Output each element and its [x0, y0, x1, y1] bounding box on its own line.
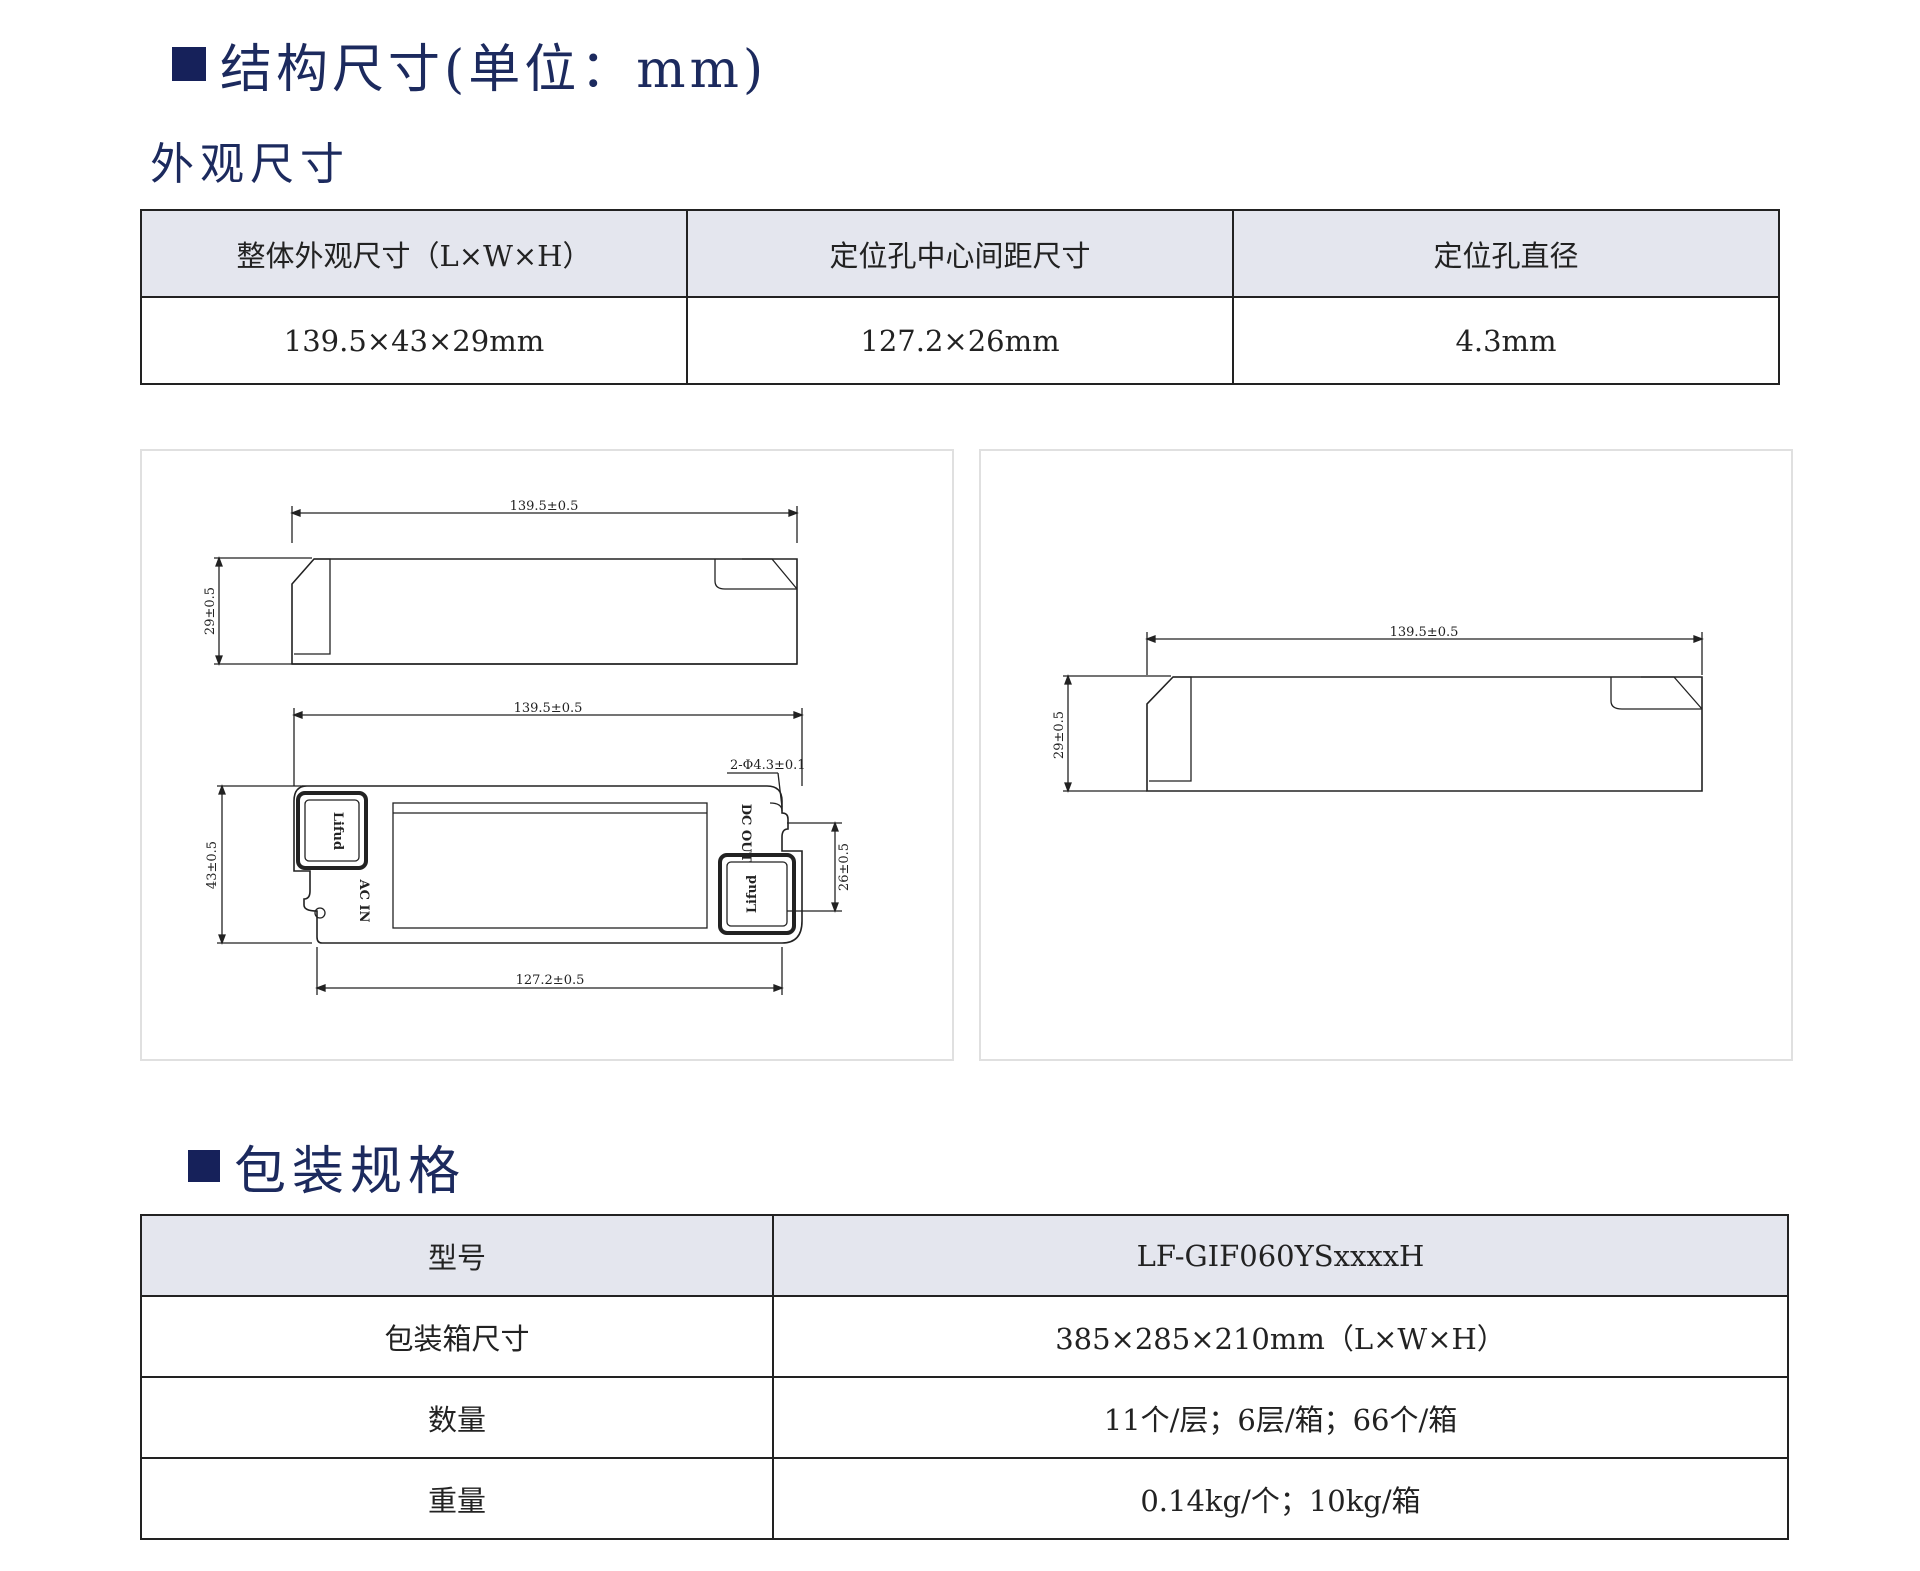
- packaging-row-weight: 重量 0.14kg/个；10kg/箱: [140, 1457, 1789, 1540]
- value-hole-spacing: 127.2×26mm: [686, 296, 1234, 385]
- packaging-title-text: 包装规格: [234, 1141, 467, 1202]
- packaging-label: 包装箱尺寸: [140, 1295, 774, 1378]
- structure-title-text: 结构尺寸(单位：mm): [220, 39, 768, 100]
- value-overall-size: 139.5×43×29mm: [140, 296, 688, 385]
- square-bullet-icon: [188, 1150, 220, 1182]
- structure-title: 结构尺寸(单位：mm): [172, 28, 767, 100]
- packaging-row-model: 型号 LF-GIF060YSxxxxH: [140, 1214, 1789, 1297]
- right-length-label: 139.5±0.5: [1390, 625, 1459, 640]
- technical-drawing-right: 139.5±0.5 29±0.5: [979, 449, 1793, 1061]
- dimensions-table: 整体外观尺寸（L×W×H） 定位孔中心间距尺寸 定位孔直径 139.5×43×2…: [140, 209, 1780, 385]
- packaging-row-box-size: 包装箱尺寸 385×285×210mm（L×W×H）: [140, 1295, 1789, 1378]
- logo-dc-side: Lifud: [745, 875, 760, 913]
- packaging-value: 385×285×210mm（L×W×H）: [772, 1295, 1789, 1378]
- top-length-label: 139.5±0.5: [514, 701, 583, 716]
- appearance-subtitle: 外观尺寸: [150, 139, 350, 190]
- side-length-label: 139.5±0.5: [510, 499, 579, 514]
- hole-center-label: 127.2±0.5: [516, 973, 585, 988]
- value-hole-diameter: 4.3mm: [1232, 296, 1780, 385]
- technical-drawing-left: 139.5±0.5 29±0.5 139.5±0.5 2-Φ4.3±0.1 43…: [140, 449, 954, 1061]
- packaging-title: 包装规格: [188, 1130, 466, 1202]
- hole-label: 2-Φ4.3±0.1: [730, 758, 806, 773]
- header-hole-diameter: 定位孔直径: [1232, 209, 1780, 298]
- hole-spacing-label: 26±0.5: [837, 843, 852, 891]
- dimensions-value-row: 139.5×43×29mm 127.2×26mm 4.3mm: [140, 296, 1780, 385]
- packaging-value: 0.14kg/个；10kg/箱: [772, 1457, 1789, 1540]
- width-label: 43±0.5: [205, 841, 220, 889]
- header-overall-size: 整体外观尺寸（L×W×H）: [140, 209, 688, 298]
- header-hole-spacing: 定位孔中心间距尺寸: [686, 209, 1234, 298]
- packaging-label: 数量: [140, 1376, 774, 1459]
- packaging-label: 型号: [140, 1214, 774, 1297]
- dc-out-label: DC OUT: [738, 804, 753, 863]
- packaging-value: 11个/层；6层/箱；66个/箱: [772, 1376, 1789, 1459]
- packaging-label: 重量: [140, 1457, 774, 1540]
- ac-in-label: AC IN: [356, 879, 371, 923]
- dimensions-header-row: 整体外观尺寸（L×W×H） 定位孔中心间距尺寸 定位孔直径: [140, 209, 1780, 298]
- packaging-table: 型号 LF-GIF060YSxxxxH 包装箱尺寸 385×285×210mm（…: [140, 1214, 1789, 1540]
- drawing-left-svg: 139.5±0.5 29±0.5 139.5±0.5 2-Φ4.3±0.1 43…: [203, 499, 852, 995]
- packaging-row-quantity: 数量 11个/层；6层/箱；66个/箱: [140, 1376, 1789, 1459]
- square-bullet-icon: [172, 47, 206, 81]
- drawing-right-svg: 139.5±0.5 29±0.5: [1052, 625, 1704, 793]
- right-height-label: 29±0.5: [1052, 711, 1067, 759]
- packaging-value: LF-GIF060YSxxxxH: [772, 1214, 1789, 1297]
- side-height-label: 29±0.5: [203, 587, 218, 635]
- logo-ac-side: Lifud: [330, 812, 345, 850]
